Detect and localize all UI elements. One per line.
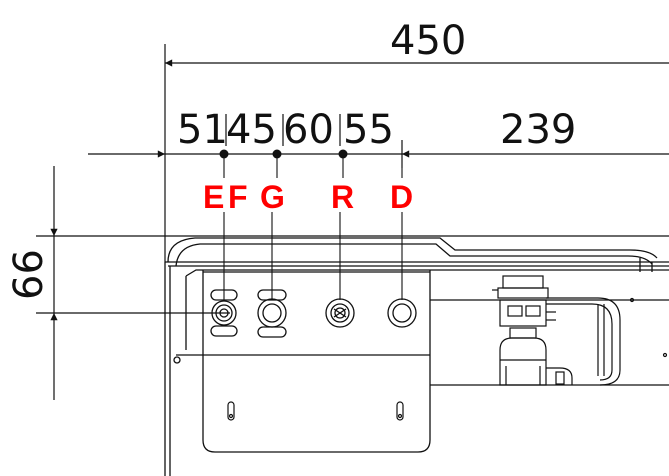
spacing-separators — [225, 114, 341, 146]
height-value: 66 — [6, 249, 52, 300]
label-d: D — [390, 179, 413, 215]
connector-d — [387, 298, 417, 328]
height-dimension — [36, 166, 669, 400]
connector-g — [257, 289, 287, 338]
housing-lid — [165, 237, 669, 272]
label-r: R — [331, 179, 354, 215]
panel-slots — [227, 401, 404, 421]
dimension-dot-r — [338, 149, 348, 159]
overall-width-dimension — [164, 44, 669, 262]
connector-e-f — [210, 289, 238, 337]
dimension-dot-g — [272, 149, 282, 159]
spacing-value-1: 51 — [177, 107, 228, 153]
spacing-dimension-dots — [219, 149, 348, 159]
spacing-value-3: 60 — [283, 107, 334, 153]
spacing-value-5: 239 — [500, 107, 576, 153]
label-e: E — [203, 179, 224, 215]
overall-width-value: 450 — [390, 18, 466, 64]
spacing-value-2: 45 — [226, 107, 277, 153]
label-f: F — [228, 179, 248, 215]
dimension-dot-e — [219, 149, 229, 159]
connector-r — [325, 298, 355, 328]
spacing-dimension-line — [88, 140, 669, 168]
internal-assembly — [492, 275, 668, 386]
label-g: G — [260, 179, 285, 215]
housing-body — [164, 262, 669, 476]
leader-lines — [223, 158, 403, 300]
spacing-value-4: 55 — [343, 107, 394, 153]
